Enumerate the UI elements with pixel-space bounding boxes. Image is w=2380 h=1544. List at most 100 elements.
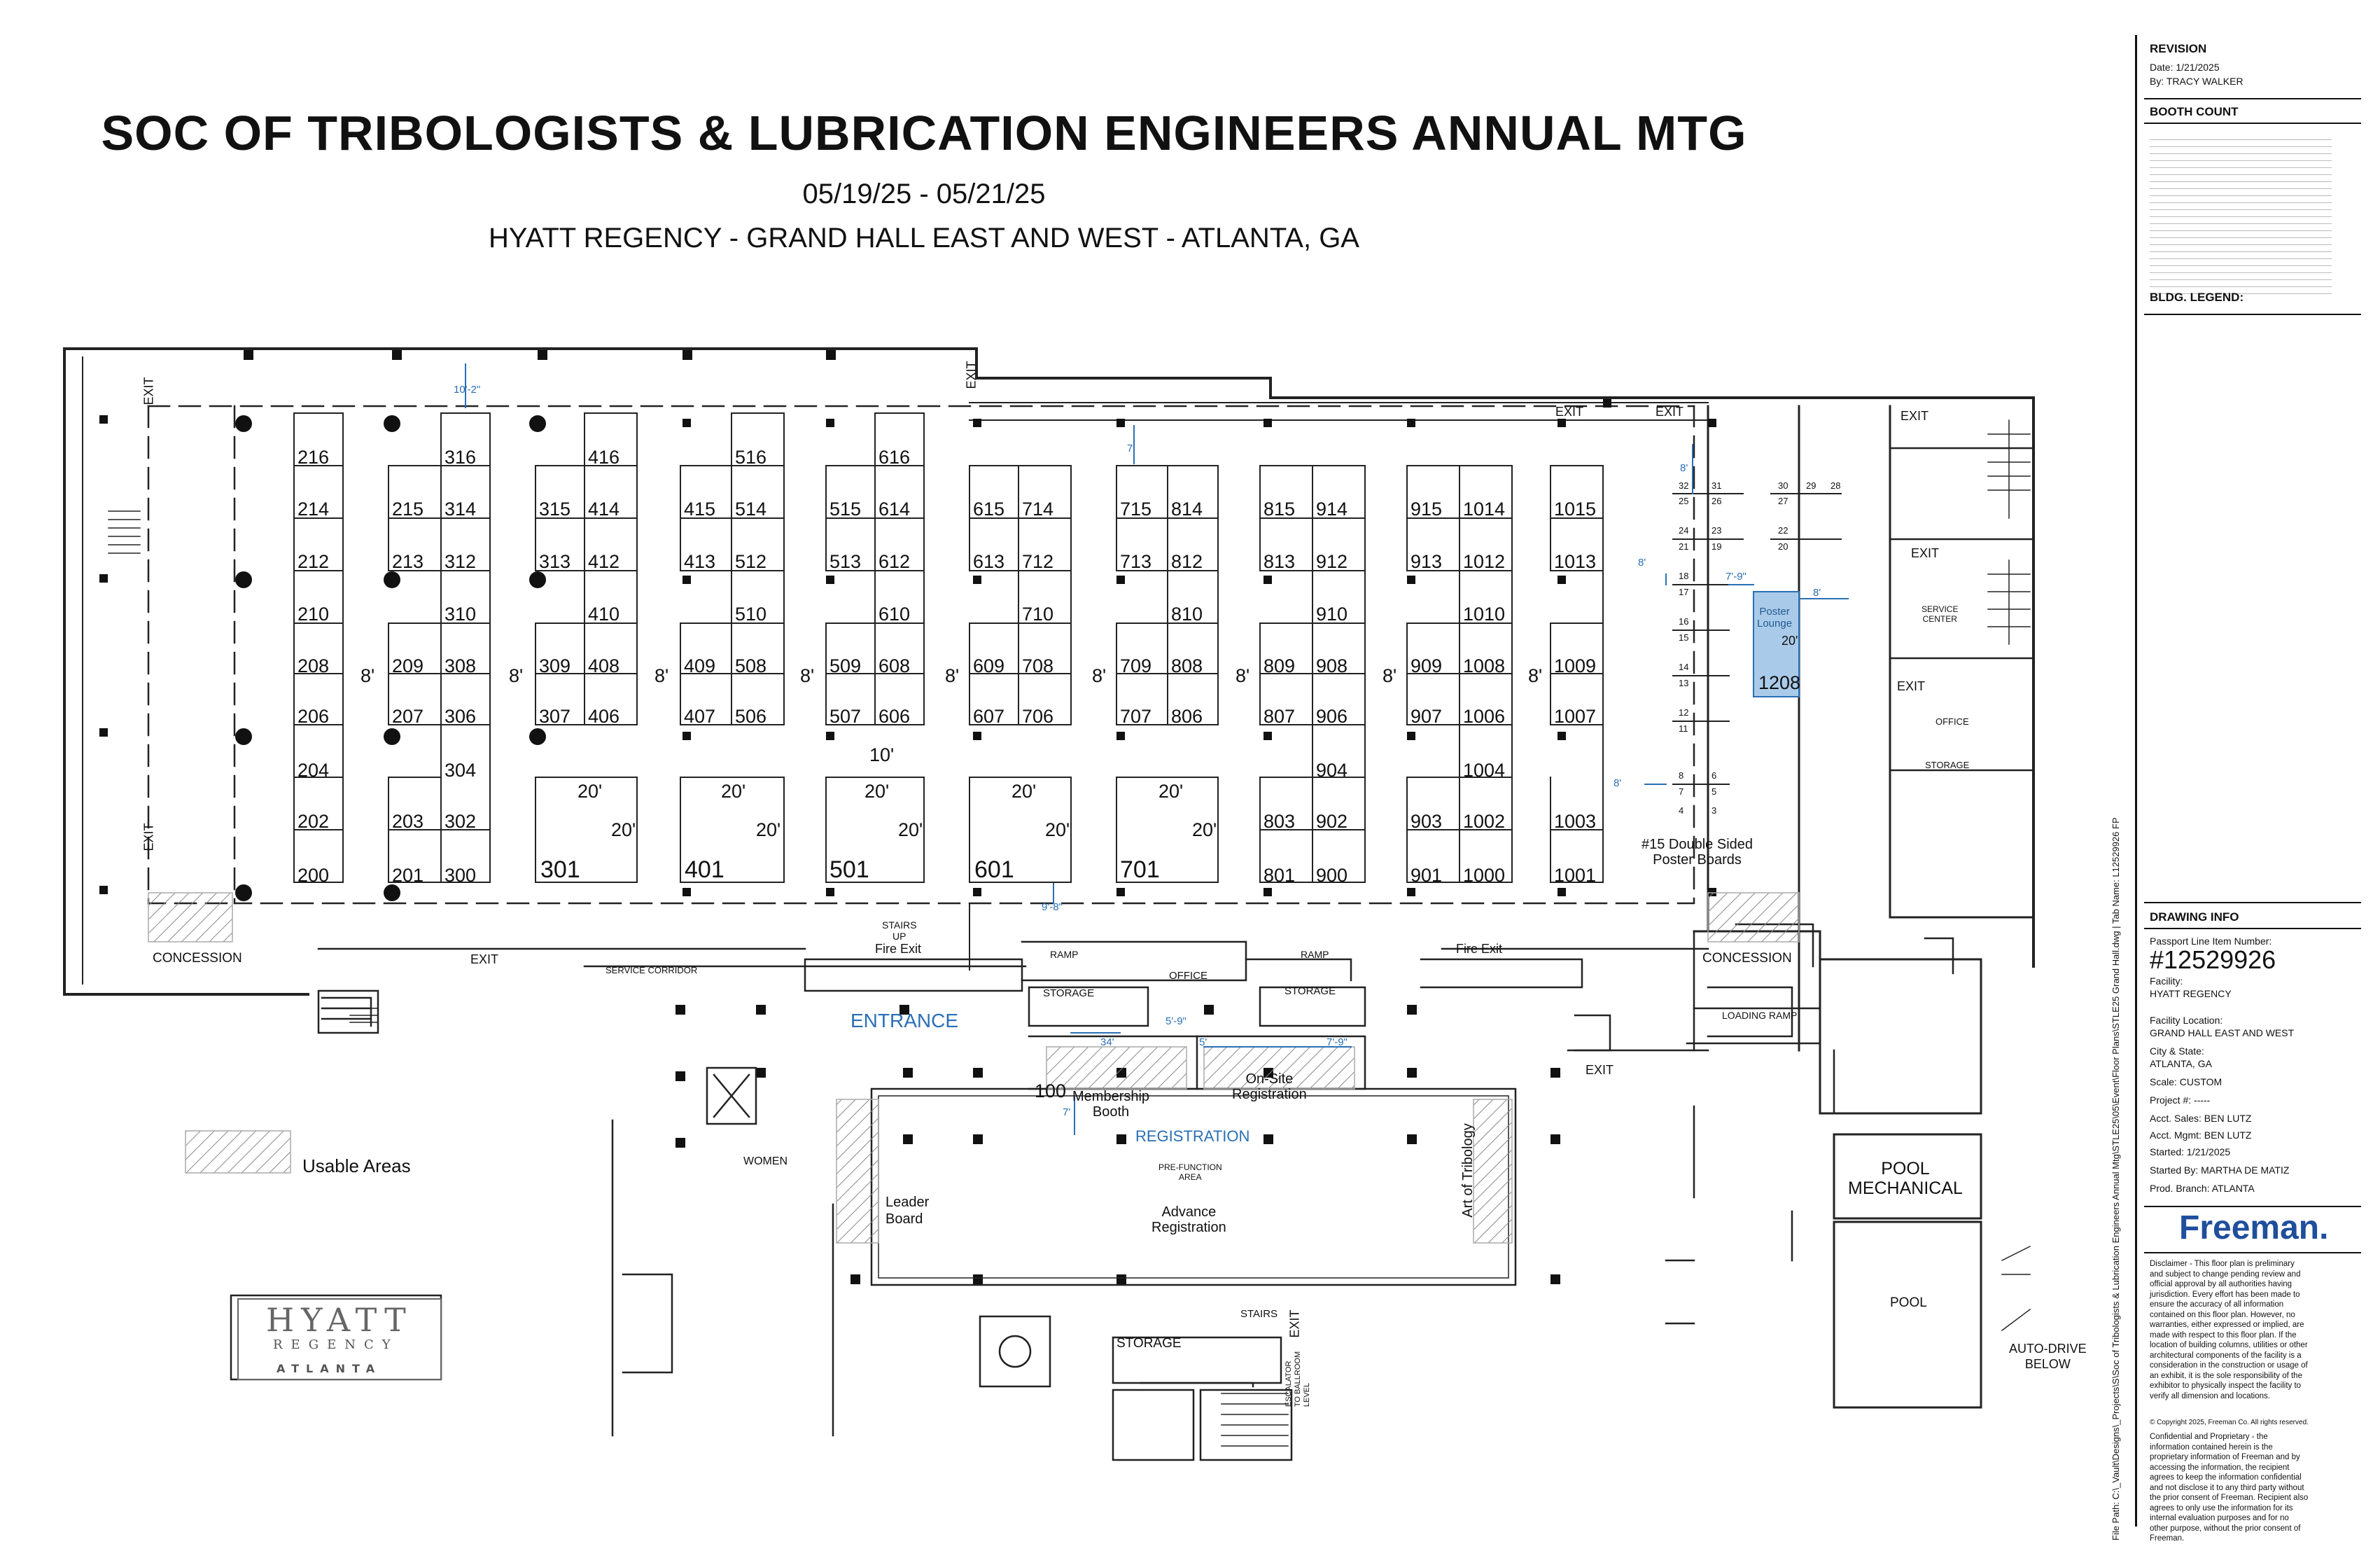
booth-809[interactable]: 809 (1264, 655, 1296, 676)
booth-208[interactable]: 208 (298, 655, 330, 676)
booth-814[interactable]: 814 (1171, 499, 1203, 520)
booth-812[interactable]: 812 (1171, 551, 1203, 572)
booth-910[interactable]: 910 (1316, 604, 1348, 625)
booth-200[interactable]: 200 (298, 865, 330, 886)
booth-201[interactable]: 201 (392, 865, 424, 886)
booth-316[interactable]: 316 (444, 447, 477, 468)
booth-409[interactable]: 409 (684, 655, 716, 676)
booth-213[interactable]: 213 (392, 551, 424, 572)
booth-407[interactable]: 407 (684, 706, 716, 727)
booth-506[interactable]: 506 (735, 706, 767, 727)
booth-713[interactable]: 713 (1120, 551, 1152, 572)
booth-908[interactable]: 908 (1316, 655, 1348, 676)
booth-315[interactable]: 315 (539, 499, 571, 520)
booth-808[interactable]: 808 (1171, 655, 1203, 676)
booth-308[interactable]: 308 (444, 655, 477, 676)
booth-509[interactable]: 509 (830, 655, 862, 676)
booth-310[interactable]: 310 (444, 604, 477, 625)
booth-710[interactable]: 710 (1022, 604, 1054, 625)
booth-615[interactable]: 615 (973, 499, 1005, 520)
booth-207[interactable]: 207 (392, 706, 424, 727)
booth-810[interactable]: 810 (1171, 604, 1203, 625)
booth-512[interactable]: 512 (735, 551, 767, 572)
booth-307[interactable]: 307 (539, 706, 571, 727)
booth-616[interactable]: 616 (878, 447, 911, 468)
booth-715[interactable]: 715 (1120, 499, 1152, 520)
booth-806[interactable]: 806 (1171, 706, 1203, 727)
booth-206[interactable]: 206 (298, 706, 330, 727)
booth-608[interactable]: 608 (878, 655, 911, 676)
booth-410[interactable]: 410 (588, 604, 620, 625)
booth-416[interactable]: 416 (588, 447, 620, 468)
booth-300[interactable]: 300 (444, 865, 477, 886)
booth-708[interactable]: 708 (1022, 655, 1054, 676)
booth-415[interactable]: 415 (684, 499, 716, 520)
booth-313[interactable]: 313 (539, 551, 571, 572)
booth-507[interactable]: 507 (830, 706, 862, 727)
booth-714[interactable]: 714 (1022, 499, 1054, 520)
booth-610[interactable]: 610 (878, 604, 911, 625)
booth-1010[interactable]: 1010 (1463, 604, 1506, 625)
booth-413[interactable]: 413 (684, 551, 716, 572)
booth-915[interactable]: 915 (1410, 499, 1443, 520)
booth-903[interactable]: 903 (1410, 811, 1443, 832)
booth-1008[interactable]: 1008 (1463, 655, 1506, 676)
booth-1009[interactable]: 1009 (1554, 655, 1597, 676)
booth-1013[interactable]: 1013 (1554, 551, 1597, 572)
booth-203[interactable]: 203 (392, 811, 424, 832)
booth-709[interactable]: 709 (1120, 655, 1152, 676)
booth-1006[interactable]: 1006 (1463, 706, 1506, 727)
booth-815[interactable]: 815 (1264, 499, 1296, 520)
booth-204[interactable]: 204 (298, 760, 330, 781)
booth-412[interactable]: 412 (588, 551, 620, 572)
booth-607[interactable]: 607 (973, 706, 1005, 727)
booth-306[interactable]: 306 (444, 706, 477, 727)
booth-516[interactable]: 516 (735, 447, 767, 468)
booth-914[interactable]: 914 (1316, 499, 1348, 520)
booth-801[interactable]: 801 (1264, 865, 1296, 886)
booth-515[interactable]: 515 (830, 499, 862, 520)
booth-1000[interactable]: 1000 (1463, 865, 1506, 886)
booth-214[interactable]: 214 (298, 499, 330, 520)
booth-210[interactable]: 210 (298, 604, 330, 625)
booth-807[interactable]: 807 (1264, 706, 1296, 727)
booth-913[interactable]: 913 (1410, 551, 1443, 572)
booth-216[interactable]: 216 (298, 447, 330, 468)
booth-900[interactable]: 900 (1316, 865, 1348, 886)
booth-1015[interactable]: 1015 (1554, 499, 1597, 520)
booth-1014[interactable]: 1014 (1463, 499, 1506, 520)
booth-614[interactable]: 614 (878, 499, 911, 520)
booth-901[interactable]: 901 (1410, 865, 1443, 886)
booth-514[interactable]: 514 (735, 499, 767, 520)
booth-510[interactable]: 510 (735, 604, 767, 625)
booth-408[interactable]: 408 (588, 655, 620, 676)
booth-406[interactable]: 406 (588, 706, 620, 727)
booth-707[interactable]: 707 (1120, 706, 1152, 727)
booth-1012[interactable]: 1012 (1463, 551, 1506, 572)
booth-312[interactable]: 312 (444, 551, 477, 572)
booth-212[interactable]: 212 (298, 551, 330, 572)
booth-904[interactable]: 904 (1316, 760, 1348, 781)
booth-304[interactable]: 304 (444, 760, 477, 781)
booth-609[interactable]: 609 (973, 655, 1005, 676)
booth-1001[interactable]: 1001 (1554, 865, 1597, 886)
booth-712[interactable]: 712 (1022, 551, 1054, 572)
booth-1003[interactable]: 1003 (1554, 811, 1597, 832)
booth-906[interactable]: 906 (1316, 706, 1348, 727)
booth-314[interactable]: 314 (444, 499, 477, 520)
booth-912[interactable]: 912 (1316, 551, 1348, 572)
booth-1007[interactable]: 1007 (1554, 706, 1597, 727)
booth-813[interactable]: 813 (1264, 551, 1296, 572)
booth-803[interactable]: 803 (1264, 811, 1296, 832)
booth-513[interactable]: 513 (830, 551, 862, 572)
booth-909[interactable]: 909 (1410, 655, 1443, 676)
booth-706[interactable]: 706 (1022, 706, 1054, 727)
booth-907[interactable]: 907 (1410, 706, 1443, 727)
booth-215[interactable]: 215 (392, 499, 424, 520)
booth-414[interactable]: 414 (588, 499, 620, 520)
booth-902[interactable]: 902 (1316, 811, 1348, 832)
booth-508[interactable]: 508 (735, 655, 767, 676)
booth-302[interactable]: 302 (444, 811, 477, 832)
booth-606[interactable]: 606 (878, 706, 911, 727)
booth-202[interactable]: 202 (298, 811, 330, 832)
